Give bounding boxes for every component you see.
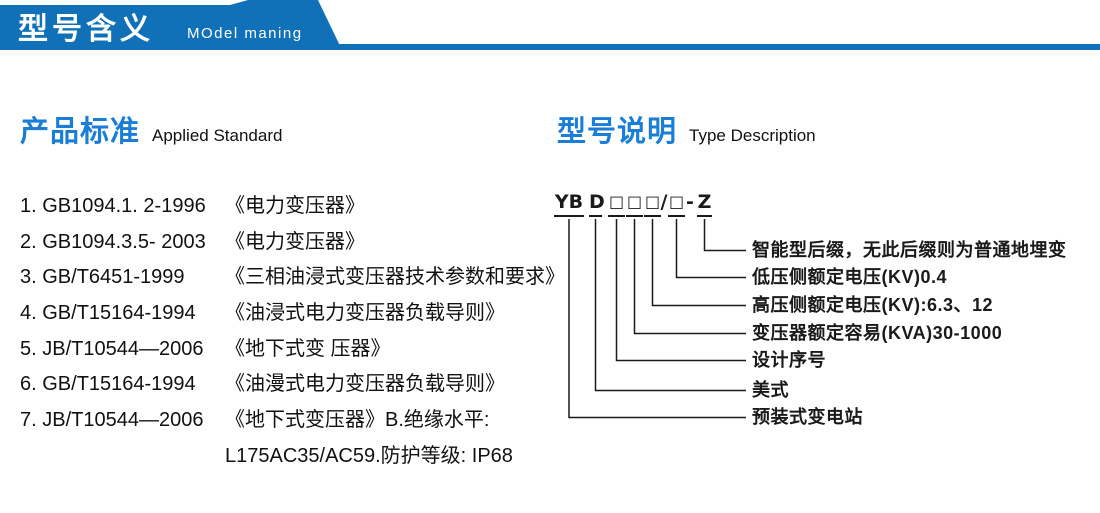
banner-subtitle: MOdel maning [187,25,303,42]
part-meaning-z: 智能型后缀，无此后缀则为普通地埋变 [752,240,1067,260]
banner-title: 型号含义 [18,13,154,46]
code-separator-slash: / [660,191,668,213]
standard-code: 5. JB/T10544—2006 [20,337,204,360]
standard-row: 7. JB/T10544—2006 《地下式变压器》B.绝缘水平: [20,403,565,439]
standard-row: 3. GB/T6451-1999 《三相油浸式变压器技术参数和要求》 [20,260,565,296]
part-meaning-box1: 设计序号 [752,350,826,370]
standard-row: 1. GB1094.1. 2-1996 《电力变压器》 [20,189,565,225]
standard-code [20,439,225,475]
standard-title: 《电力变压器》 [225,195,365,217]
standards-list: 1. GB1094.1. 2-1996 《电力变压器》 2. GB1094.3.… [20,189,565,475]
type-heading: 型号说明 Type Description [557,108,816,150]
model-code-diagram: YB D □ □ □ / □ - Z 智能型后缀，无此后缀则为普通地埋变 低压侧… [552,182,1100,452]
code-part-box3: □ [644,190,661,217]
standards-heading-en: Applied Standard [152,126,283,145]
part-meaning-yb: 预装式变电站 [752,407,863,427]
standard-row: 5. JB/T10544—2006 《地下式变 压器》 [20,332,565,368]
part-meaning-d: 美式 [752,380,789,400]
standard-row: 6. GB/T15164-1994 《油漫式电力变压器负载导则》 [20,367,565,403]
standard-title: 《地下式变压器》B.绝缘水平: [225,409,490,432]
standard-title: 《油漫式电力变压器负载导则》 [225,373,505,396]
standard-code: 1. GB1094.1. 2-1996 [20,195,206,217]
standard-row: 4. GB/T15164-1994 《油浸式电力变压器负载导则》 [20,296,565,332]
header-banner: 型号含义 MOdel maning [0,0,1100,54]
part-meaning-box3: 高压侧额定电压(KV):6.3、12 [752,295,994,315]
standard-title: 《地下式变 压器》 [225,337,391,360]
code-part-box4: □ [668,190,685,217]
connector-lines [568,219,746,419]
part-meaning-box4: 低压侧额定电压(KV)0.4 [752,267,948,287]
standards-heading: 产品标准 Applied Standard [20,108,282,150]
standard-code: 2. GB1094.3.5- 2003 [20,230,206,253]
banner-shape [0,0,1100,50]
code-separator-dash: - [686,191,694,213]
standard-title: 《三相油浸式变压器技术参数和要求》 [225,266,565,289]
type-heading-zh: 型号说明 [557,116,678,148]
standard-code: 4. GB/T15164-1994 [20,302,196,325]
standard-row-continuation: L175AC35/AC59.防护等级: IP68 [20,439,565,475]
standard-code: 3. GB/T6451-1999 [20,266,185,289]
standard-title: L175AC35/AC59.防护等级: IP68 [225,444,513,467]
code-part-box2: □ [626,190,643,217]
standards-heading-zh: 产品标准 [20,116,141,148]
part-meaning-box2: 变压器额定容易(KVA)30-1000 [752,323,1003,343]
code-part-z: Z [697,190,712,217]
code-part-yb: YB [554,190,584,217]
standard-code: 6. GB/T15164-1994 [20,373,196,396]
standard-row: 2. GB1094.3.5- 2003 《电力变压器》 [20,225,565,261]
type-heading-en: Type Description [689,126,816,145]
code-part-d: D [589,190,605,217]
standard-title: 《电力变压器》 [225,230,365,253]
standard-code: 7. JB/T10544—2006 [20,409,204,432]
standard-title: 《油浸式电力变压器负载导则》 [225,302,505,325]
code-part-box1: □ [608,190,625,217]
